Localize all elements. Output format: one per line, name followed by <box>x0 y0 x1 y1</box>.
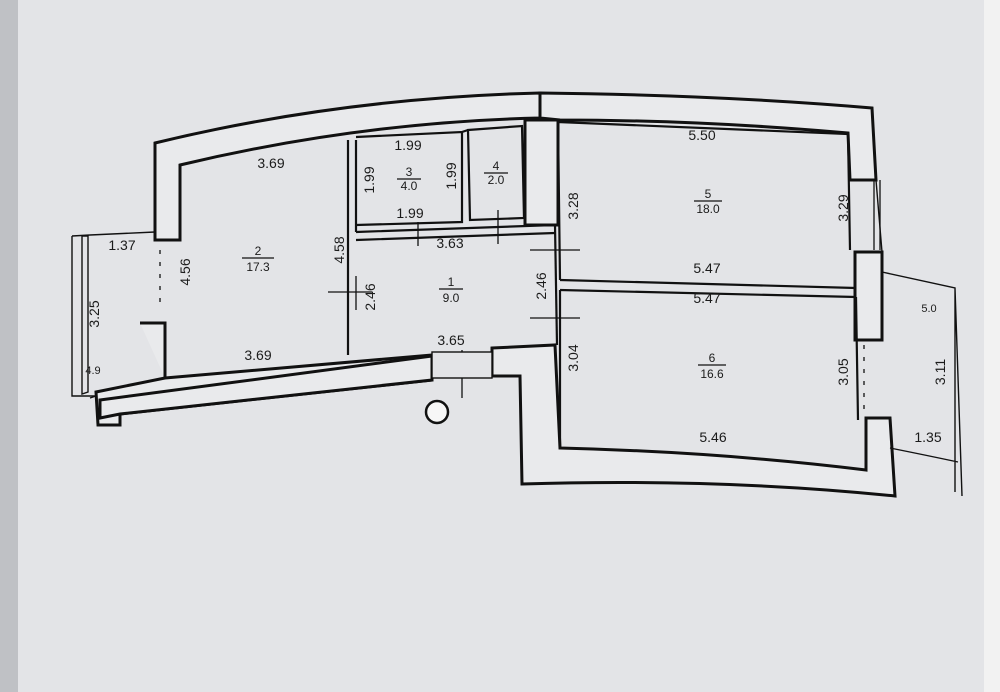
outer-walls <box>94 91 897 498</box>
dim-room1-left: 2.46 <box>362 283 378 310</box>
wall-top-right <box>538 91 878 182</box>
room-6-area: 16.6 <box>700 367 724 381</box>
dim-balcony-left-area: 4.9 <box>85 365 100 377</box>
room-3-area: 4.0 <box>401 179 418 193</box>
wall-room2-right <box>346 140 358 355</box>
dim-room6-right: 3.05 <box>835 358 851 385</box>
room-5-area: 18.0 <box>696 202 720 216</box>
dim-room3-right: 1.99 <box>443 162 459 189</box>
room-4-area: 2.0 <box>488 173 505 187</box>
dim-balcony-right-area: 5.0 <box>921 303 936 315</box>
wall-partition-5-6 <box>559 278 857 299</box>
room-labels: 2 17.3 3 4.0 4 2.0 1 9.0 5 18.0 6 16.6 <box>242 159 726 381</box>
dim-balcony-right-side: 3.11 <box>932 359 948 385</box>
dim-room6-top: 5.47 <box>693 290 720 306</box>
room-1-area: 9.0 <box>443 291 460 305</box>
dimension-labels: 3.69 3.69 4.56 4.58 1.99 1.99 1.99 1.99 … <box>85 127 948 445</box>
dim-room1-right: 2.46 <box>533 272 549 299</box>
paper-edge-shadow <box>0 0 18 692</box>
room-5-number: 5 <box>705 187 712 201</box>
balconies <box>71 179 963 497</box>
dim-room2-left: 4.56 <box>177 258 193 285</box>
dim-room3-bottom: 1.99 <box>396 205 423 221</box>
dim-room6-bottom: 5.46 <box>699 429 726 445</box>
dim-balcony-left-side: 3.25 <box>86 300 102 327</box>
room-3-number: 3 <box>406 165 413 179</box>
corridor-top-wall <box>355 223 556 242</box>
balcony-left-frame <box>71 234 96 397</box>
wall-bottom-left <box>98 354 434 420</box>
dim-room1-bottom: 3.65 <box>437 332 464 348</box>
room-5-outline <box>556 120 852 281</box>
dim-balcony-left-top: 1.37 <box>108 237 135 253</box>
room-1-number: 1 <box>448 275 455 289</box>
dim-room6-left: 3.04 <box>565 344 581 371</box>
balcony-right <box>881 271 963 497</box>
wall-corridor-right <box>523 118 560 227</box>
room-4-number: 4 <box>493 159 500 173</box>
dim-room2-top: 3.69 <box>257 155 284 171</box>
room-6-outline <box>558 290 860 448</box>
room-2-area: 17.3 <box>246 260 270 274</box>
dim-room3-top: 1.99 <box>394 137 421 153</box>
wall-bottom-right <box>490 343 897 498</box>
wall-right-pillar-upper <box>853 250 884 342</box>
riser-circle-icon <box>424 399 450 425</box>
room-6-number: 6 <box>709 351 716 365</box>
rooms-3-4-outline <box>355 124 526 227</box>
balcony-right-frame <box>875 179 883 253</box>
door-markers <box>159 180 881 412</box>
dim-room5-right: 3.29 <box>835 194 851 221</box>
paper-right-edge <box>984 0 1000 692</box>
dim-room1-top: 3.63 <box>436 235 463 251</box>
room-2-number: 2 <box>255 244 262 258</box>
dim-room5-left: 3.28 <box>565 192 581 219</box>
dim-room3-left: 1.99 <box>361 166 377 193</box>
wall-corridor-right-lower <box>553 224 559 346</box>
dim-room2-right: 4.58 <box>331 236 347 263</box>
dim-balcony-right-bottom: 1.35 <box>914 429 941 445</box>
dim-room2-bottom: 3.69 <box>244 347 271 363</box>
dim-room5-bottom: 5.47 <box>693 260 720 276</box>
entrance-door-opening <box>431 351 493 379</box>
dim-room5-top: 5.50 <box>688 127 715 143</box>
